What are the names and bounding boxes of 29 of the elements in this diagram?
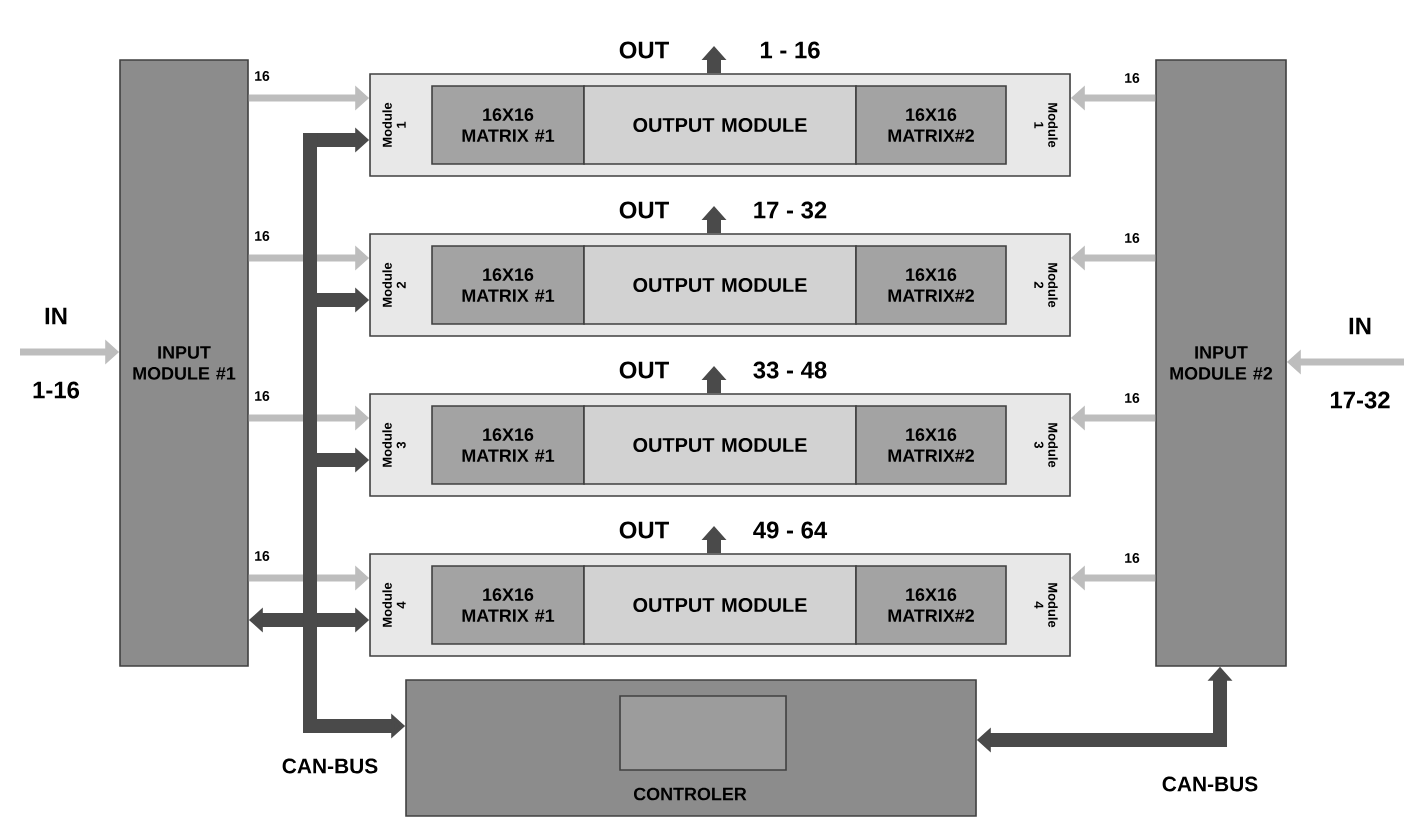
- output-module-box: OUTPUT MODULE: [583, 245, 857, 325]
- matrix-box: 16X16 MATRIX #1: [431, 405, 585, 485]
- edge-label: OUT: [616, 199, 672, 221]
- edge-label: IN: [42, 305, 70, 327]
- input-module-box: INPUT MODULE #2: [1155, 59, 1287, 667]
- output-range-label: 17 - 32: [754, 201, 827, 219]
- bus-label: CAN-BUS: [282, 758, 378, 774]
- output-module-box: OUTPUT MODULE: [583, 565, 857, 645]
- output-range-label: 49 - 64: [753, 521, 828, 539]
- matrix-box: 16X16 MATRIX #1: [431, 565, 585, 645]
- matrix-box: 16X16 MATRIX#2: [855, 405, 1007, 485]
- output-range-label: 33 - 48: [753, 361, 827, 379]
- input-range-label: 17-32: [1330, 391, 1390, 409]
- matrix-box: 16X16 MATRIX #1: [431, 85, 585, 165]
- edge-label: OUT: [616, 359, 672, 381]
- edge-label: OUT: [616, 519, 672, 541]
- output-module-box: OUTPUT MODULE: [583, 405, 857, 485]
- input-module-box: INPUT MODULE #1: [119, 59, 249, 667]
- edge-label: IN: [1346, 315, 1374, 337]
- display-box: [619, 695, 787, 771]
- matrix-box: 16X16 MATRIX #1: [431, 245, 585, 325]
- edge-label: OUT: [616, 39, 672, 61]
- matrix-box: 16X16 MATRIX#2: [855, 565, 1007, 645]
- matrix-box: 16X16 MATRIX#2: [855, 85, 1007, 165]
- input-range-label: 1-16: [33, 381, 80, 399]
- bus-label: CAN-BUS: [1162, 776, 1258, 792]
- matrix-box: 16X16 MATRIX#2: [855, 245, 1007, 325]
- output-module-box: OUTPUT MODULE: [583, 85, 857, 165]
- output-range-label: 1 - 16: [760, 41, 820, 59]
